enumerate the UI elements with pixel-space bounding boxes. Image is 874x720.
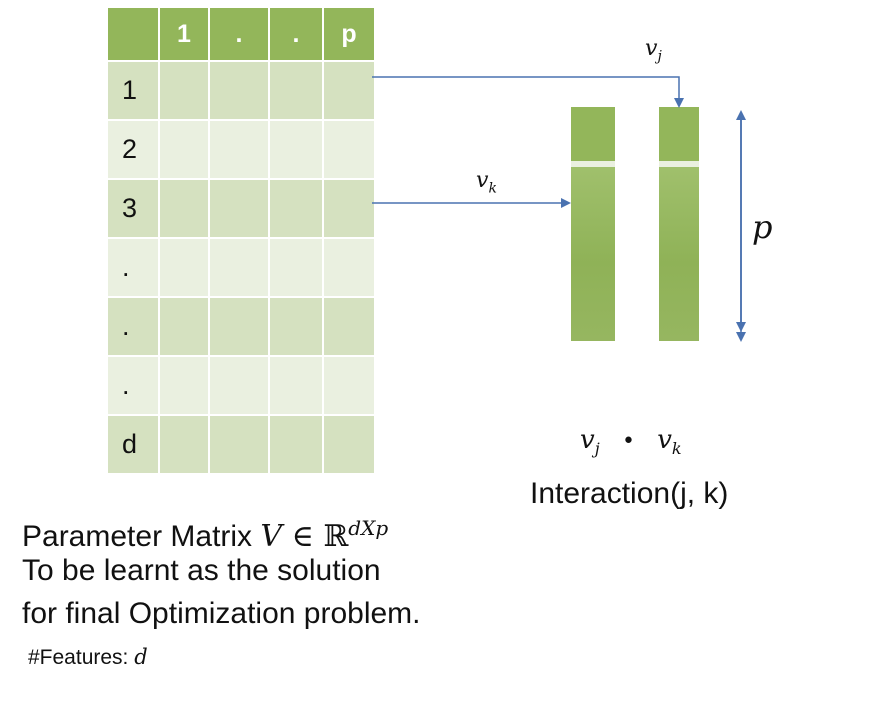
matrix-cell [268,296,324,357]
matrix-cell [208,60,270,121]
formula-vj: v [580,425,595,455]
matrix-cell [208,355,270,416]
matrix-cell [322,296,376,357]
matrix-cell [322,60,376,121]
parameter-matrix: 1 . . p 1 2 3 . . . d [106,6,376,475]
matrix-header-corner [106,6,160,62]
matrix-cell [158,237,210,298]
matrix-cell [268,178,324,239]
formula-vk-sub: k [671,439,682,459]
matrix-row: d [106,414,376,475]
features-var: d [134,645,148,669]
vj-label-sub: j [657,48,662,65]
matrix-row-label: . [106,237,160,298]
matrix-row: 1 [106,60,376,121]
interaction-title: Interaction(j, k) [530,477,729,510]
vector-k-top-segment [571,107,615,161]
matrix-cell [268,237,324,298]
p-dimension-label: p [752,208,773,246]
caption-element-of: ∈ [282,519,324,554]
vj-label-v: v [645,36,658,61]
vector-j-divider [659,161,699,167]
caption-parameter-matrix-text: Parameter Matrix [22,520,261,553]
matrix-cell [322,119,376,180]
matrix-row-label: . [106,355,160,416]
matrix-cell [158,60,210,121]
caption-line-2: To be learnt as the solution [22,554,381,587]
matrix-row: 3 [106,178,376,239]
matrix-header-col-dot: . [208,6,270,62]
matrix-cell [158,355,210,416]
matrix-row-label: 1 [106,60,160,121]
features-text: #Features: [28,646,135,669]
matrix-row-label: . [106,296,160,357]
matrix-cell [322,178,376,239]
matrix-cell [322,237,376,298]
matrix-cell [158,414,210,475]
matrix-row: . [106,355,376,416]
matrix-row-label: 3 [106,178,160,239]
matrix-row: . [106,296,376,357]
caption-matrix-var: V [260,519,283,554]
matrix-row-label: d [106,414,160,475]
dot-operator: • [621,429,635,454]
matrix-cell [208,296,270,357]
matrix-cell [158,119,210,180]
matrix-cell [158,178,210,239]
matrix-header-row: 1 . . p [106,6,376,62]
matrix-cell [322,414,376,475]
features-line: #Features: d [28,637,148,678]
matrix-cell [268,414,324,475]
matrix-row: 2 [106,119,376,180]
vector-k-divider [571,161,615,167]
matrix-cell [208,178,270,239]
formula-vk: v [657,425,672,455]
matrix-cell [268,119,324,180]
vk-label-sub: k [488,180,497,197]
matrix-header-col-p: p [322,6,376,62]
matrix-cell [208,237,270,298]
matrix-row: . [106,237,376,298]
matrix-cell [158,296,210,357]
matrix-cell [322,355,376,416]
matrix-cell [268,355,324,416]
vk-label: vk [476,168,497,196]
vector-j-body [659,167,699,341]
caption-real-set: ℝ [323,519,349,554]
matrix-cell [208,119,270,180]
matrix-header-col-dot: . [268,6,324,62]
matrix-cell [208,414,270,475]
caption-line-3: for final Optimization problem. [22,597,421,630]
vector-k-body [571,167,615,341]
arrow-row1-to-vj [372,76,684,108]
vector-j-top-segment [659,107,699,161]
formula-vj-sub: j [594,439,600,459]
matrix-cell [268,60,324,121]
vk-label-v: v [476,168,489,193]
vj-label: vj [645,36,662,64]
caption-dimension-superscript: dXp [348,516,389,540]
caption-line-1: Parameter Matrix V ∈ ℝdXp [22,508,388,557]
dot-product-formula: vj • vk [580,425,682,458]
matrix-row-label: 2 [106,119,160,180]
matrix-header-col-1: 1 [158,6,210,62]
